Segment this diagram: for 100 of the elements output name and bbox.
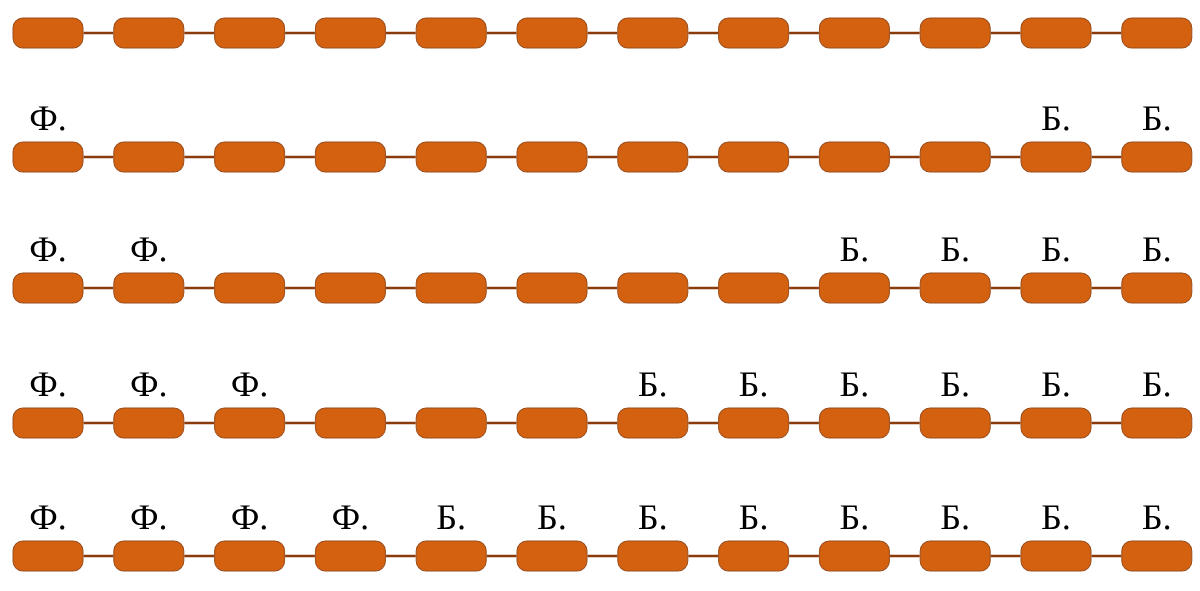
connector-line — [1091, 421, 1122, 425]
connector-line — [83, 286, 114, 290]
capsule — [1121, 17, 1193, 49]
letter-label: Ф. — [30, 237, 65, 262]
capsule — [214, 141, 286, 173]
connector-line — [688, 286, 719, 290]
connector-line — [889, 155, 920, 159]
capsule — [617, 17, 689, 49]
capsule — [214, 17, 286, 49]
letter-label: Б. — [639, 372, 666, 397]
letter-label: Б. — [1143, 372, 1170, 397]
capsule — [415, 141, 487, 173]
connector-line — [184, 31, 215, 35]
letter-label: Б. — [1143, 237, 1170, 262]
connector-line — [83, 554, 114, 558]
capsule — [617, 272, 689, 304]
connector-line — [385, 421, 416, 425]
capsule — [718, 17, 790, 49]
connector-line — [285, 286, 315, 290]
capsule — [919, 141, 991, 173]
letter-label: Б. — [538, 505, 565, 530]
letter-label: Б. — [941, 505, 968, 530]
capsule — [516, 407, 588, 439]
connector-line — [184, 421, 215, 425]
connector-line — [486, 286, 517, 290]
capsule — [516, 272, 588, 304]
letter-label: Б. — [1143, 106, 1170, 131]
letter-label: Б. — [840, 237, 867, 262]
capsule — [415, 272, 487, 304]
letter-label: Б. — [1042, 372, 1069, 397]
connector-line — [184, 286, 215, 290]
connector-line — [1091, 155, 1122, 159]
letter-label: Б. — [941, 237, 968, 262]
letter-label: Ф. — [131, 505, 166, 530]
connector-line — [285, 155, 315, 159]
letter-label: Б. — [1042, 106, 1069, 131]
connector-line — [285, 421, 315, 425]
letter-label: Б. — [739, 372, 767, 397]
connector-line — [688, 31, 719, 35]
connector-line — [385, 155, 416, 159]
connector-line — [990, 155, 1021, 159]
connector-line — [990, 421, 1021, 425]
capsule — [214, 272, 286, 304]
connector-line — [83, 31, 114, 35]
connector-line — [789, 554, 819, 558]
connector-line — [486, 554, 517, 558]
connector-line — [587, 31, 618, 35]
letter-label: Б. — [1143, 505, 1170, 530]
connector-line — [889, 31, 920, 35]
connector-line — [587, 155, 618, 159]
capsule — [516, 17, 588, 49]
capsule — [113, 17, 185, 49]
connector-line — [184, 155, 215, 159]
letter-label: Ф. — [131, 372, 166, 397]
capsule — [415, 407, 487, 439]
capsule — [718, 141, 790, 173]
letter-label: Б. — [639, 505, 666, 530]
connector-line — [83, 421, 114, 425]
connector-line — [990, 554, 1021, 558]
letter-label: Ф. — [232, 505, 266, 530]
capsule — [516, 141, 588, 173]
letter-label: Б. — [840, 372, 867, 397]
connector-line — [789, 421, 819, 425]
connector-line — [990, 31, 1021, 35]
capsule — [314, 141, 386, 173]
letter-label: Ф. — [131, 237, 166, 262]
letter-label: Ф. — [333, 505, 367, 530]
connector-line — [1091, 554, 1122, 558]
connector-line — [688, 155, 719, 159]
connector-line — [789, 286, 819, 290]
connector-line — [789, 31, 819, 35]
connector-line — [587, 421, 618, 425]
letter-label: Б. — [1042, 505, 1069, 530]
connector-line — [385, 31, 416, 35]
capsule — [314, 17, 386, 49]
letter-label: Б. — [437, 505, 464, 530]
connector-line — [587, 286, 618, 290]
letter-label: Ф. — [30, 505, 65, 530]
capsule — [113, 141, 185, 173]
connector-line — [83, 155, 114, 159]
capsule — [314, 407, 386, 439]
capsule — [12, 17, 84, 49]
connector-line — [1091, 31, 1122, 35]
connector-line — [184, 554, 215, 558]
connector-line — [990, 286, 1021, 290]
capsule — [314, 272, 386, 304]
connector-line — [587, 554, 618, 558]
capsule — [818, 141, 890, 173]
connector-line — [385, 554, 416, 558]
connector-line — [285, 31, 315, 35]
capsule — [818, 17, 890, 49]
letter-label: Б. — [739, 505, 767, 530]
connector-line — [688, 421, 719, 425]
connector-line — [486, 31, 517, 35]
letter-label: Ф. — [30, 372, 65, 397]
connector-line — [889, 421, 920, 425]
letter-label: Ф. — [30, 106, 65, 131]
capsule — [415, 17, 487, 49]
capsule — [919, 17, 991, 49]
connector-line — [789, 155, 819, 159]
